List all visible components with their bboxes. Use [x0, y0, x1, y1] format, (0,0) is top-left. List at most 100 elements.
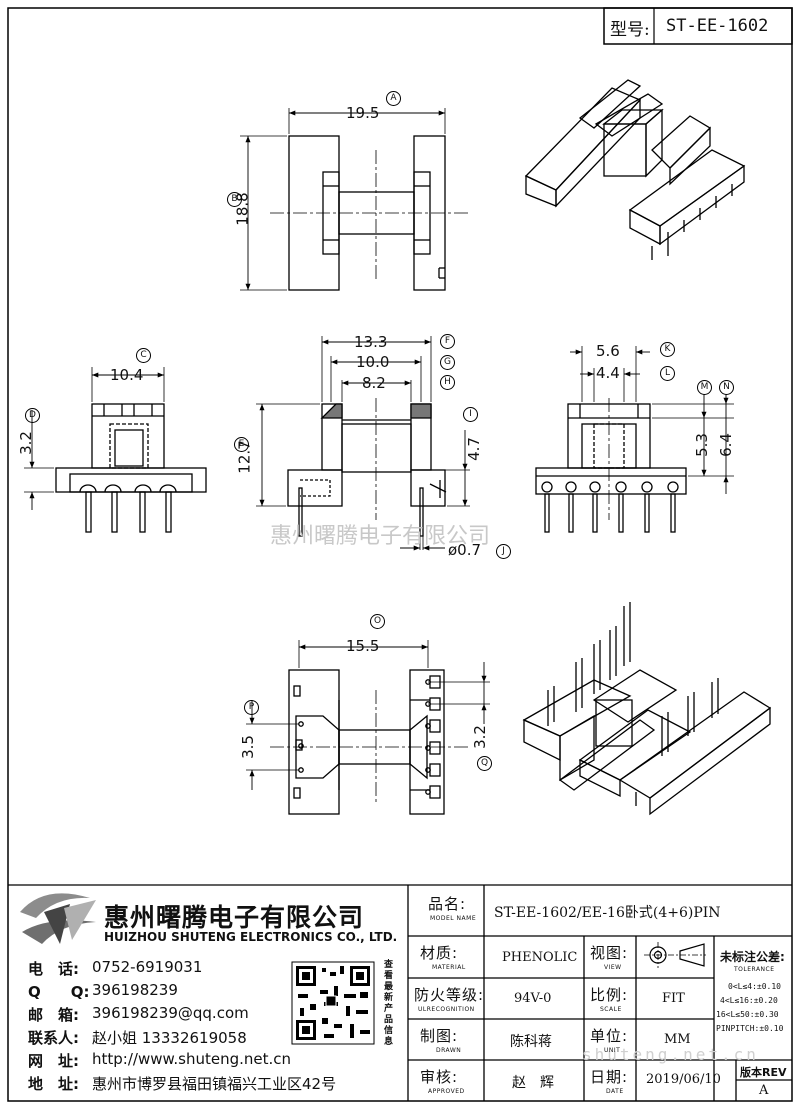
contact-address-label: 地 址:: [28, 1075, 79, 1093]
dim-K-letter: K: [660, 342, 675, 357]
dim-J-value: ø0.7: [448, 541, 482, 559]
drawn-sub: DRAWN: [436, 1047, 462, 1054]
dim-M-letter: M: [697, 380, 712, 395]
dim-C-letter: C: [136, 348, 151, 363]
bottom-view: [246, 640, 490, 815]
model-number: ST-EE-1602: [666, 16, 769, 36]
dim-B-letter: B: [227, 192, 242, 207]
dim-D-value: 3.2: [16, 431, 35, 455]
dim-J-letter: J: [496, 544, 511, 559]
dim-F-value: 13.3: [354, 333, 388, 351]
date-sub: DATE: [606, 1088, 624, 1095]
dim-I-value: 4.7: [464, 437, 483, 461]
ul-sub: ULRECOGNITION: [418, 1006, 475, 1013]
dim-G-value: 10.0: [356, 353, 390, 371]
dim-K-value: 5.6: [596, 342, 620, 360]
qr-caption: 查看最新产品信息: [384, 960, 394, 1047]
contact-person-value: 赵小姐 13332619058: [92, 1029, 247, 1047]
drawn-value: 陈科蒋: [510, 1034, 552, 1050]
tolerance-line-3: 16<L≤50:±0.30: [716, 1010, 779, 1019]
watermark: 惠州曙腾电子有限公司: [270, 524, 491, 549]
dim-A-value: 19.5: [346, 104, 380, 122]
projection-symbol-icon: [644, 942, 706, 968]
scale-sub: SCALE: [600, 1006, 622, 1013]
company-logo: [20, 893, 96, 944]
unit-value: MM: [664, 1032, 691, 1047]
dim-A-letter: A: [386, 91, 401, 106]
approved-label: 审核:: [420, 1068, 459, 1086]
material-label: 材质:: [420, 944, 459, 962]
contact-email-value[interactable]: 396198239@qq.com: [92, 1004, 249, 1022]
material-value: PHENOLIC: [502, 950, 578, 965]
contact-website-value[interactable]: http://www.shuteng.net.cn: [92, 1050, 292, 1068]
scale-label: 比例:: [590, 986, 629, 1004]
dim-Q-letter: Q: [477, 756, 492, 771]
dim-P-value: 3.5: [238, 735, 257, 759]
view-sub: VIEW: [604, 964, 622, 971]
isometric-view-bottom: [522, 602, 772, 816]
unit-sub: UNIT: [604, 1047, 621, 1054]
material-sub: MATERIAL: [432, 964, 466, 971]
contact-phone-value: 0752-6919031: [92, 958, 203, 976]
contact-email-label: 邮 箱:: [28, 1006, 79, 1024]
dim-F-letter: F: [440, 334, 455, 349]
approved-sub: APPROVED: [428, 1088, 465, 1095]
contact-qq-label: Q Q:: [28, 983, 90, 1001]
dim-E-letter: E: [234, 437, 249, 452]
date-value: 2019/06/10: [646, 1072, 721, 1087]
dim-M-value: 5.3: [692, 433, 711, 457]
isometric-view-top: [524, 79, 746, 260]
sheet-border: [7, 7, 793, 1102]
dim-L-value: 4.4: [596, 364, 620, 382]
dim-C-value: 10.4: [110, 366, 144, 384]
header-box: [603, 7, 793, 45]
tolerance-label: 未标注公差:: [720, 950, 785, 964]
dim-L-letter: L: [660, 366, 675, 381]
side-view: [256, 336, 470, 551]
dim-H-value: 8.2: [362, 374, 386, 392]
ul-value: 94V-0: [514, 991, 552, 1006]
approved-value: 赵 辉: [512, 1075, 554, 1091]
tolerance-line-2: 4<L≤16:±0.20: [720, 996, 778, 1005]
contact-address-value: 惠州市博罗县福田镇福兴工业区42号: [92, 1075, 337, 1093]
revision-label: 版本REV: [740, 1066, 787, 1079]
watermark-url: shuteng.net.cn: [582, 1045, 759, 1064]
revision-value: A: [759, 1083, 769, 1098]
title-block-grid: [8, 884, 792, 1101]
model-name-value: ST-EE-1602/EE-16卧式(4+6)PIN: [494, 905, 721, 921]
company-name-cn: 惠州曙腾电子有限公司: [104, 903, 365, 932]
model-label: 型号:: [610, 20, 650, 40]
date-label: 日期:: [590, 1068, 629, 1086]
dim-I-letter: I: [463, 407, 478, 422]
tolerance-line-1: 0<L≤4:±0.10: [728, 982, 781, 991]
dim-P-letter: P: [244, 700, 259, 715]
top-view: [240, 108, 470, 291]
dim-G-letter: G: [440, 355, 455, 370]
end-view: [535, 346, 734, 533]
contact-phone-label: 电 话:: [28, 960, 79, 978]
dim-O-value: 15.5: [346, 637, 380, 655]
scale-value: FIT: [662, 991, 685, 1006]
contact-qq-value: 396198239: [92, 981, 178, 999]
dim-Q-value: 3.2: [470, 725, 489, 749]
front-view: [24, 367, 207, 533]
qr-code: [291, 961, 375, 1045]
tolerance-sub: TOLERANCE: [734, 966, 775, 973]
dim-O-letter: O: [370, 614, 385, 629]
contact-website-label: 网 址:: [28, 1052, 79, 1070]
tolerance-line-4: PINPITCH:±0.10: [716, 1024, 784, 1033]
view-label: 视图:: [590, 944, 629, 962]
model-name-sub: MODEL NAME: [430, 915, 477, 922]
model-name-label: 品名:: [428, 895, 467, 913]
dim-N-letter: N: [719, 380, 734, 395]
dim-N-value: 6.4: [716, 433, 735, 457]
contact-person-label: 联系人:: [28, 1029, 79, 1047]
unit-label: 单位:: [590, 1027, 629, 1045]
dim-D-letter: D: [25, 408, 40, 423]
company-name-en: HUIZHOU SHUTENG ELECTRONICS CO., LTD.: [104, 930, 398, 944]
dim-H-letter: H: [440, 375, 455, 390]
drawn-label: 制图:: [420, 1027, 459, 1045]
ul-label: 防火等级:: [414, 986, 485, 1004]
